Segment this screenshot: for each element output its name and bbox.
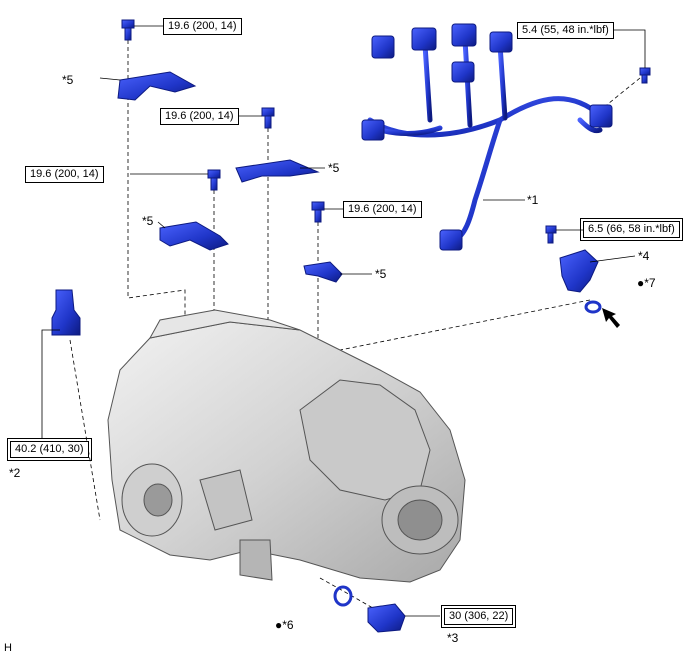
housing-bracket bbox=[239, 539, 273, 581]
callout-2: *2 bbox=[9, 466, 21, 480]
connector-3 bbox=[451, 23, 477, 47]
bolt-3-shank bbox=[210, 177, 218, 191]
torque-spec-bolt-1: 19.6 (200, 14) bbox=[163, 18, 242, 35]
connector-5 bbox=[451, 61, 475, 83]
bolt-6-head bbox=[545, 225, 557, 234]
leader-c5c bbox=[157, 221, 166, 229]
harness-branch-lower bbox=[452, 117, 503, 243]
connector-6 bbox=[361, 119, 385, 141]
harness-connectors bbox=[361, 23, 613, 251]
connector-2 bbox=[411, 27, 437, 51]
brackets bbox=[117, 71, 343, 283]
bolt-5-shank bbox=[641, 74, 648, 84]
harness-lead-6 bbox=[577, 117, 603, 134]
bolt-2-shank bbox=[264, 115, 272, 129]
sensor-3 bbox=[367, 603, 406, 633]
callout-7: ●*7 bbox=[637, 276, 656, 290]
o-ring-6 bbox=[333, 585, 353, 607]
bolts bbox=[121, 19, 651, 244]
torque-spec-bolt-4: 19.6 (200, 14) bbox=[343, 201, 422, 218]
torque-spec-bolt-5: 5.4 (55, 48 in.*lbf) bbox=[517, 22, 614, 39]
connector-8 bbox=[439, 229, 463, 251]
bolt-4-head bbox=[311, 201, 325, 211]
bolt-6-shank bbox=[547, 232, 554, 244]
bracket-3 bbox=[159, 221, 229, 251]
callout-5-bracket-3: *5 bbox=[142, 214, 154, 228]
torque-spec-sensor-2: 40.2 (410, 30) bbox=[7, 438, 92, 461]
bracket-1 bbox=[117, 71, 197, 101]
hub-center bbox=[143, 483, 173, 517]
callout-1: *1 bbox=[527, 193, 539, 207]
figure-corner-mark: H bbox=[4, 642, 12, 654]
callout-5-bracket-1: *5 bbox=[62, 73, 74, 87]
callout-6: ●*6 bbox=[275, 618, 294, 632]
housing-case bbox=[299, 379, 431, 501]
bolt-1-head bbox=[121, 19, 135, 29]
bracket-4 bbox=[303, 261, 343, 283]
leader-t5 bbox=[614, 29, 646, 68]
torque-spec-sensor-3: 30 (306, 22) bbox=[440, 605, 517, 628]
harness-lead-5 bbox=[377, 125, 443, 136]
leader-c4 bbox=[589, 255, 636, 263]
torque-spec-bolt-3: 19.6 (200, 14) bbox=[25, 166, 104, 183]
leader-c5a bbox=[99, 77, 121, 81]
output-bore bbox=[397, 499, 443, 541]
housing-top bbox=[149, 309, 301, 339]
leader-bolt-1 bbox=[127, 40, 186, 338]
callout-3: *3 bbox=[447, 631, 459, 645]
bolt-2-head bbox=[261, 107, 275, 117]
o-rings bbox=[333, 300, 602, 607]
connector-7 bbox=[589, 104, 613, 128]
housing-boss bbox=[199, 469, 253, 531]
torque-spec-bolt-6: 6.5 (66, 58 in.*lbf) bbox=[580, 218, 683, 241]
leader-t7 bbox=[41, 329, 60, 438]
connector-4 bbox=[489, 31, 513, 53]
bolt-1-shank bbox=[124, 27, 132, 41]
bolt-5-head bbox=[639, 67, 651, 76]
connector-1 bbox=[371, 35, 395, 59]
bolt-4-shank bbox=[314, 209, 322, 223]
sensor-2 bbox=[51, 289, 81, 336]
sensors bbox=[51, 249, 599, 633]
transaxle-housing bbox=[107, 309, 466, 583]
callout-4: *4 bbox=[638, 249, 650, 263]
o-ring-7 bbox=[584, 300, 602, 314]
harness-lead-2 bbox=[422, 42, 433, 123]
harness-lead-4 bbox=[497, 42, 508, 121]
arrow-icon bbox=[602, 308, 620, 328]
bracket-2 bbox=[235, 159, 320, 183]
harness-main bbox=[367, 96, 603, 138]
solid-leaders bbox=[41, 25, 646, 617]
bolt-3-head bbox=[207, 169, 221, 179]
callout-5-bracket-4: *5 bbox=[375, 267, 387, 281]
sensor-4 bbox=[559, 249, 599, 293]
torque-spec-bolt-2: 19.6 (200, 14) bbox=[160, 108, 239, 125]
callout-5-bracket-2: *5 bbox=[328, 161, 340, 175]
leader-sensor-2 bbox=[69, 339, 101, 521]
